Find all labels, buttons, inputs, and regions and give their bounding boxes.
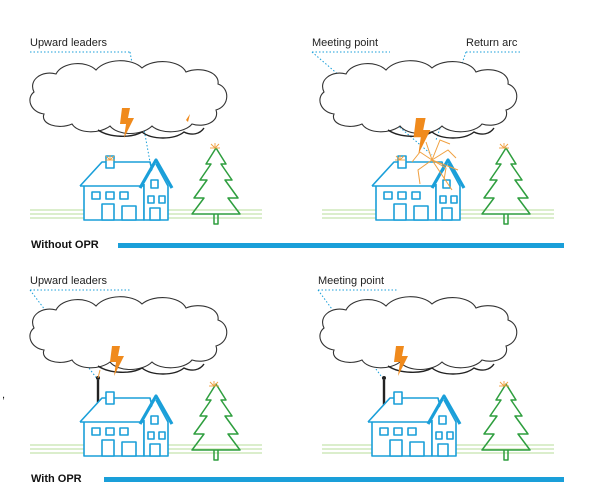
panel-top-left: Upward leaders (29, 37, 263, 225)
section-without-opr: Without OPR (31, 239, 564, 251)
tree-spark-icon (209, 142, 221, 149)
section-bar (118, 243, 564, 248)
panel-bottom-left: Upward leaders (29, 275, 263, 461)
annotation-return-arc: Return arc (466, 37, 518, 49)
panel-bottom-right: Meeting point (317, 275, 555, 461)
annotation-upward-leaders-bottom: Upward leaders (30, 275, 108, 287)
tree-icon (481, 147, 531, 225)
house-icon (78, 390, 174, 458)
section-bar (104, 477, 564, 482)
panel-top-right: Meeting point Return arc (311, 37, 555, 225)
annotation-meeting-point-top: Meeting point (312, 37, 378, 49)
lightning-bolt-icon (186, 114, 190, 122)
section-with-opr: With OPR (31, 473, 564, 485)
section-label-with-opr: With OPR (31, 473, 82, 485)
annotation-upward-leaders-top: Upward leaders (30, 37, 108, 49)
tree-spark-icon (498, 142, 510, 149)
house-icon (78, 154, 174, 222)
tree-icon (191, 147, 241, 225)
house-icon (366, 390, 462, 458)
cloud-icon (29, 296, 228, 375)
stray-mark: , (2, 389, 5, 401)
return-arc-sparks (411, 139, 459, 191)
section-label-without-opr: Without OPR (31, 239, 99, 251)
cloud-icon (319, 296, 518, 375)
annotation-pointer-line (317, 289, 385, 381)
annotation-meeting-point-bottom: Meeting point (318, 275, 384, 287)
